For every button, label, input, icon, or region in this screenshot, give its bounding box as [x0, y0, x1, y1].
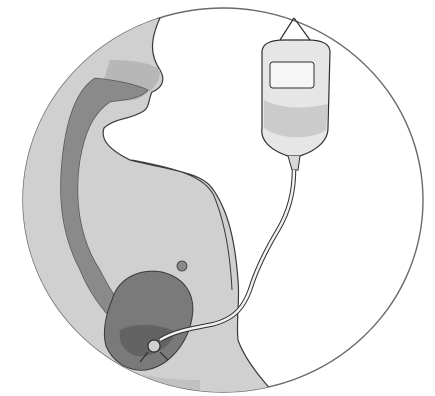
nipple [177, 261, 187, 271]
